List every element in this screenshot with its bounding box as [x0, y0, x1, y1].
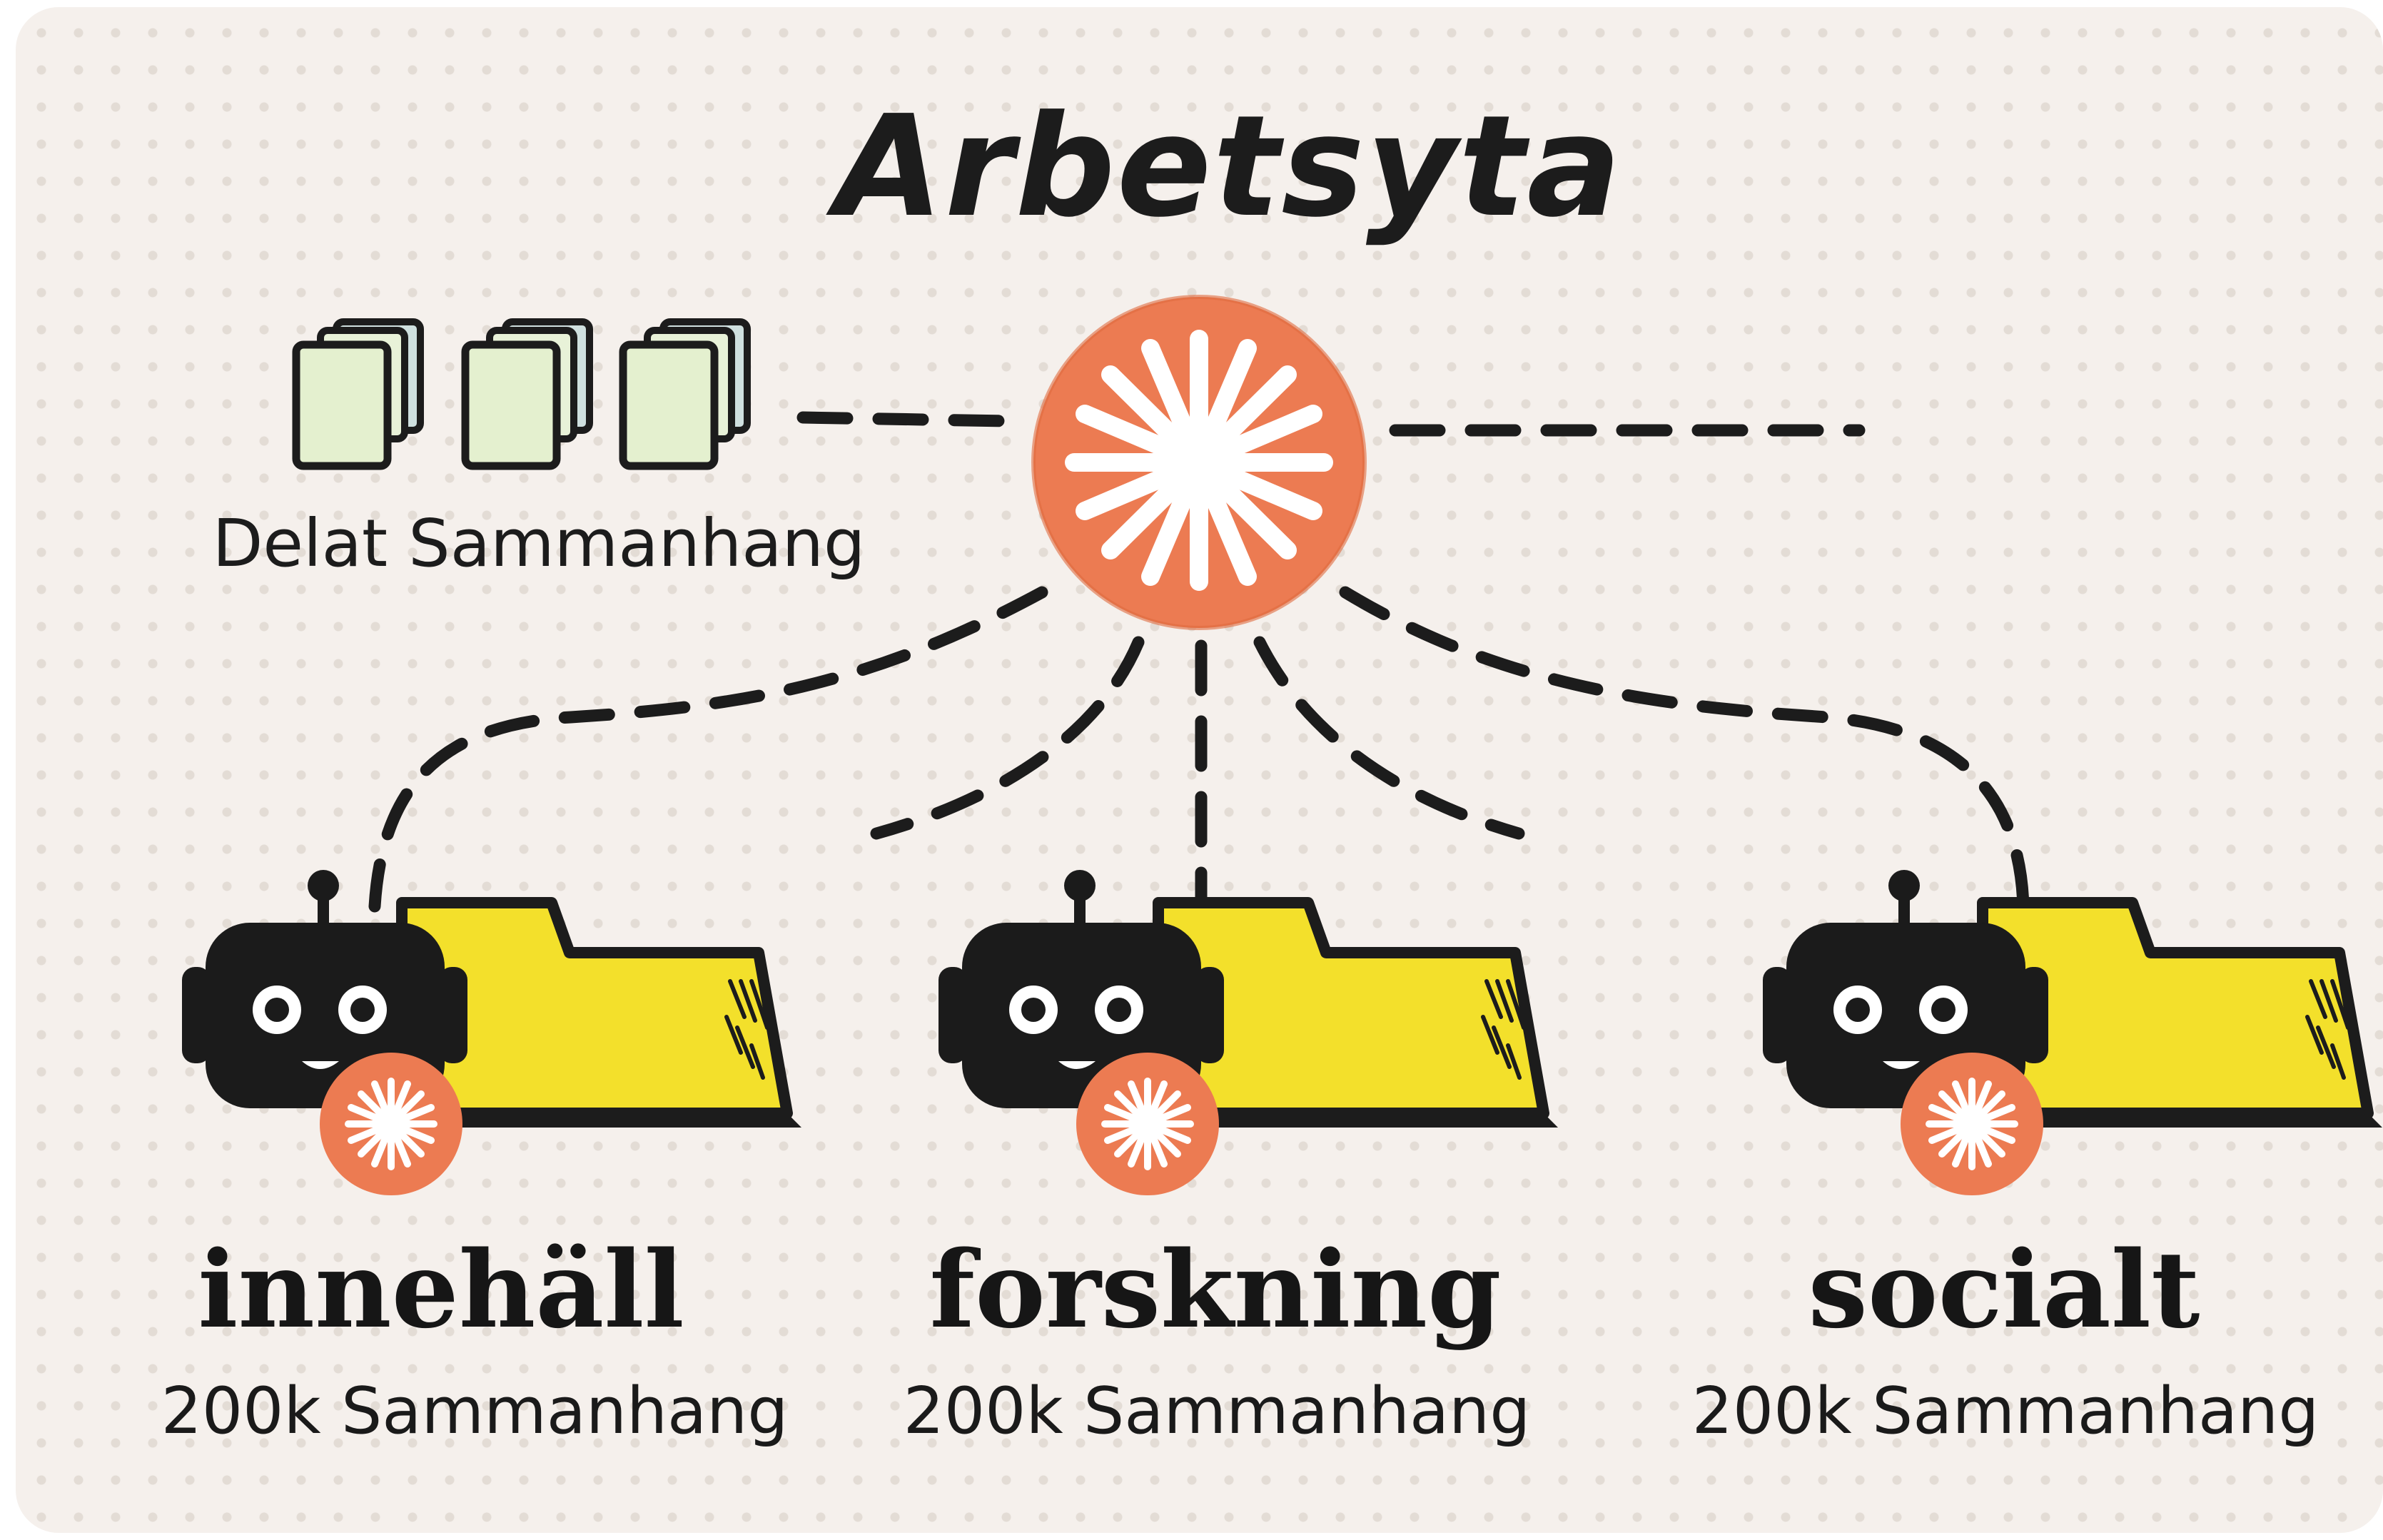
agent-name-socialt: socialt	[1808, 1227, 2200, 1352]
connector-hub-to-socialt	[1339, 586, 2030, 913]
dashed-connectors	[368, 411, 2030, 920]
agent-innehall-robot-icon	[182, 870, 801, 1195]
connector-hub-inner-right	[1253, 636, 1525, 840]
agent-context-socialt: 200k Sammanhang	[1691, 1374, 2319, 1449]
connector-hub-to-innehall	[368, 586, 1048, 913]
agent-context-forskning: 200k Sammanhang	[903, 1374, 1531, 1449]
shared-context-documents-icon	[296, 322, 747, 466]
agent-context-innehall: 200k Sammanhang	[161, 1374, 789, 1449]
connector-shared-to-hub	[796, 411, 1013, 427]
agent-name-forskning: forskning	[929, 1227, 1502, 1352]
page-title: Arbetsyta	[835, 86, 1623, 248]
agent-name-innehall: innehäll	[198, 1227, 684, 1352]
agent-socialt-robot-icon	[1763, 870, 2382, 1195]
agent-forskning-robot-icon	[938, 870, 1558, 1195]
shared-context-label: Delat Sammanhang	[212, 505, 866, 582]
connector-hub-inner-left	[870, 636, 1145, 840]
starburst-hub-icon	[1031, 295, 1367, 630]
